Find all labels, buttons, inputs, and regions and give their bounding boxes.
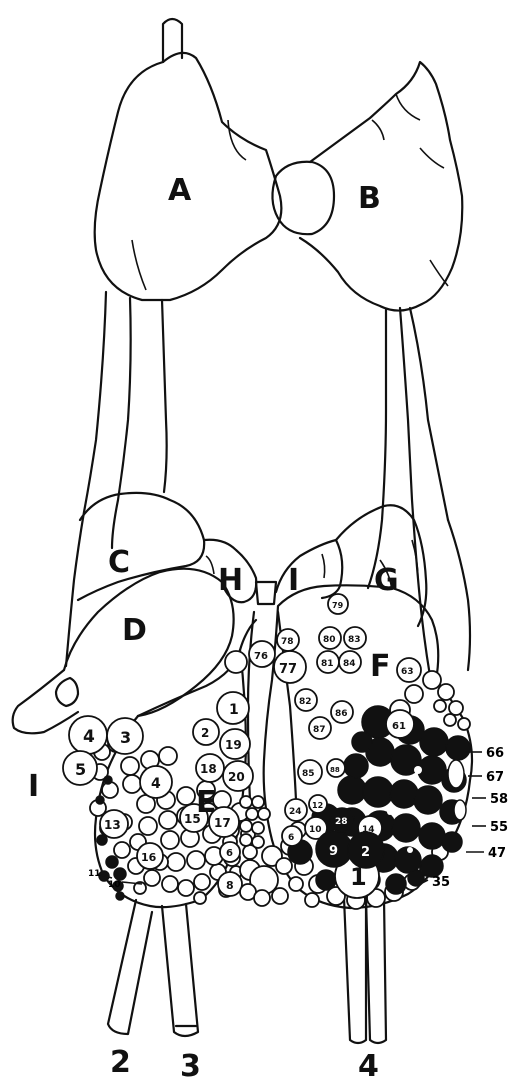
cell-right-2-label: 2 xyxy=(361,845,370,860)
cell-right-88-label: 88 xyxy=(330,766,340,774)
label-35: 35 xyxy=(432,875,450,890)
label-47: 47 xyxy=(488,846,506,861)
cell-right-80-label: 80 xyxy=(323,635,336,645)
cell-right-81-label: 81 xyxy=(321,659,334,669)
organ-letters: A B C D H I G F E xyxy=(108,173,399,820)
cell-right-78-label: 78 xyxy=(281,637,294,647)
label-organ-e: E xyxy=(196,785,217,820)
cell-right-85-label: 85 xyxy=(302,769,315,779)
label-11: 11 xyxy=(88,869,101,879)
cell-right-28-label: 28 xyxy=(335,817,348,827)
cell-left-16-label: 16 xyxy=(141,851,157,864)
cell-left-13-label: 13 xyxy=(104,818,121,832)
cell-left-20-label: 20 xyxy=(228,770,245,784)
label-55: 55 xyxy=(490,820,508,835)
label-58: 58 xyxy=(490,792,508,807)
cell-right-6-label: 6 xyxy=(288,833,294,843)
cell-left-1-label: 1 xyxy=(229,702,239,718)
cell-right-86-label: 86 xyxy=(335,709,348,719)
cell-right-9-label: 9 xyxy=(329,844,338,859)
cell-right-76-label: 76 xyxy=(254,651,268,662)
label-organ-g: G xyxy=(374,563,399,598)
label-67: 67 xyxy=(486,770,504,785)
cell-left-6-label: 6 xyxy=(226,848,233,859)
cell-right-24-label: 24 xyxy=(289,807,302,817)
label-nerve-1: I xyxy=(28,769,39,804)
cell-right-61-label: 61 xyxy=(392,721,406,732)
cell-left-5-label: 5 xyxy=(75,760,86,779)
upper-lobe-b xyxy=(300,62,462,311)
label-66: 66 xyxy=(486,746,504,761)
label-10: 10 xyxy=(108,880,121,890)
cell-right-83-label: 83 xyxy=(348,635,361,645)
cell-right-10-label: 10 xyxy=(309,825,322,835)
label-organ-f: F xyxy=(370,649,391,684)
cell-left-18-label: 18 xyxy=(200,762,217,776)
label-nerve-2: 2 xyxy=(110,1045,131,1080)
cell-left-4b-label: 4 xyxy=(151,776,161,792)
cell-left-17-label: 17 xyxy=(214,816,231,830)
cell-right-12-label: 12 xyxy=(312,801,323,810)
lower-nerves xyxy=(108,898,386,1043)
lobe-c xyxy=(78,493,204,600)
commissure xyxy=(248,582,296,800)
label-organ-h: H xyxy=(218,563,243,598)
central-node xyxy=(272,162,334,234)
right-cell-cluster: 76 78 77 79 80 83 81 84 82 86 87 63 85 8… xyxy=(225,594,470,909)
label-organ-c: C xyxy=(108,545,130,580)
cell-right-77-label: 77 xyxy=(279,662,297,677)
cell-right-79-label: 79 xyxy=(332,601,344,610)
cell-right-82-label: 82 xyxy=(299,697,312,707)
cell-right-84-label: 84 xyxy=(343,659,356,669)
label-organ-i: I xyxy=(288,563,299,598)
cell-left-3-label: 3 xyxy=(120,728,131,747)
cell-left-8-label: 8 xyxy=(226,879,234,892)
cell-left-2-label: 2 xyxy=(201,726,209,740)
label-organ-b: B xyxy=(358,181,381,216)
lobe-d xyxy=(13,569,234,734)
cell-right-87-label: 87 xyxy=(313,725,326,735)
label-organ-a: A xyxy=(168,173,192,208)
cell-right-63-label: 63 xyxy=(401,667,414,677)
label-nerve-4: 4 xyxy=(358,1049,379,1082)
cell-left-19-label: 19 xyxy=(225,738,242,752)
cell-right-nodule xyxy=(225,651,247,673)
label-nerve-3: 3 xyxy=(180,1049,201,1082)
cell-left-4a-label: 4 xyxy=(83,727,95,747)
label-organ-d: D xyxy=(122,613,147,648)
